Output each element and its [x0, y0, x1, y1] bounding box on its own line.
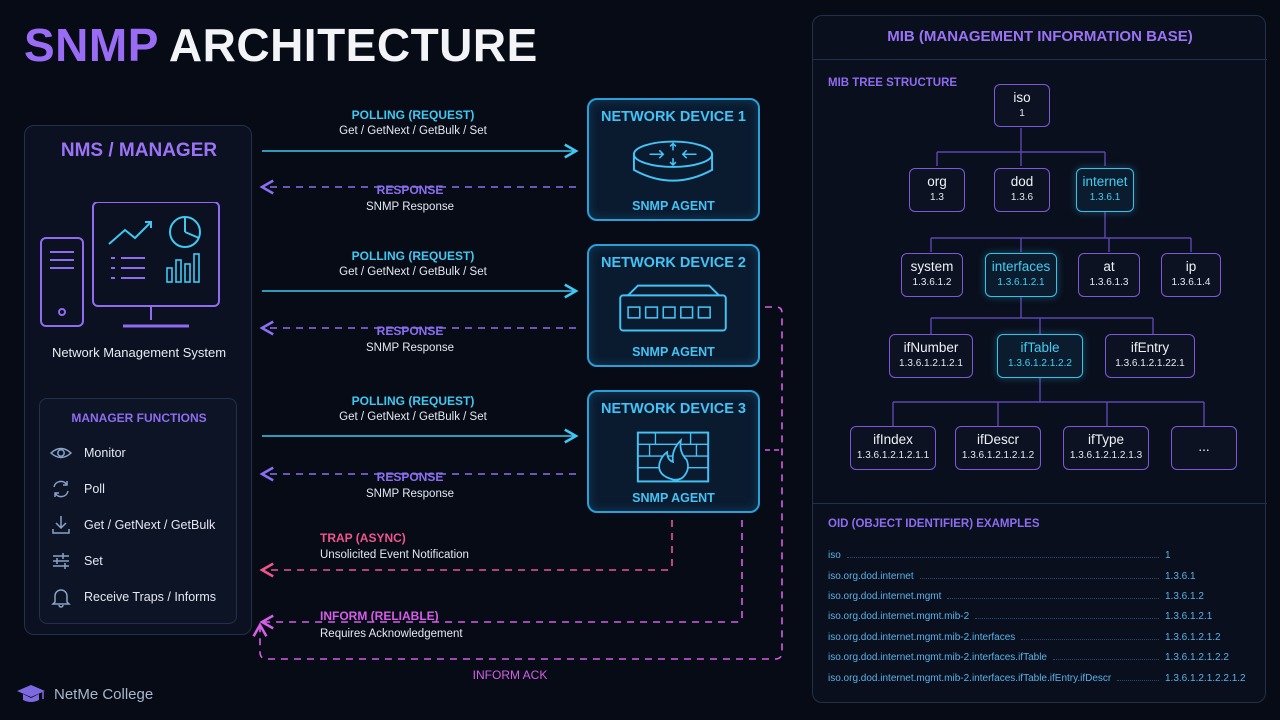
function-poll: Poll [50, 478, 236, 500]
manager-functions-panel: MANAGER FUNCTIONS Monitor Poll Get / Get… [39, 398, 237, 624]
eye-icon [50, 447, 72, 459]
title-architecture: ARCHITECTURE [168, 19, 538, 71]
network-device-3[interactable]: NETWORK DEVICE 3 SNMP AGENT [587, 390, 760, 513]
polling-sub-1: Get / GetNext / GetBulk / Set [339, 125, 487, 137]
oid-row: iso.org.dod.internet.mgmt.mib-2.interfac… [828, 632, 1221, 643]
divider [813, 503, 1267, 504]
nms-caption: Network Management System [51, 345, 227, 360]
response-sub-2: SNMP Response [366, 342, 454, 354]
manager-functions-title: MANAGER FUNCTIONS [71, 411, 207, 425]
device-title: NETWORK DEVICE 1 [600, 109, 746, 125]
device-title: NETWORK DEVICE 3 [600, 401, 746, 417]
inform-label: INFORM (RELIABLE) [320, 609, 439, 623]
device-agent-label: SNMP AGENT [632, 345, 715, 359]
function-label: Monitor [84, 446, 126, 460]
inform-sub: Requires Acknowledgement [320, 628, 463, 640]
network-device-2[interactable]: NETWORK DEVICE 2 SNMP AGENT [587, 244, 760, 367]
trap-arrow [259, 520, 673, 578]
tree-title: MIB TREE STRUCTURE [828, 77, 958, 89]
tree-connectors [892, 128, 1205, 426]
bell-icon [51, 589, 71, 608]
nms-panel: NMS / MANAGER Network Management System … [24, 125, 252, 635]
polling-label-1: POLLING (REQUEST) [351, 108, 475, 122]
function-label: Receive Traps / Informs [84, 590, 216, 604]
brand-name: NetMe College [54, 685, 154, 703]
oid-title: OID (OBJECT IDENTIFIER) EXAMPLES [828, 518, 1040, 530]
brand: NetMe College [16, 683, 153, 705]
network-device-1[interactable]: NETWORK DEVICE 1 SNMP AGENT [587, 98, 760, 221]
function-label: Set [84, 554, 103, 568]
trap-sub: Unsolicited Event Notification [320, 549, 469, 561]
inform-arrow [259, 520, 743, 630]
mib-title: MIB (MANAGEMENT INFORMATION BASE) [887, 28, 1193, 45]
response-label-1: RESPONSE [376, 183, 444, 197]
sliders-icon [53, 553, 69, 569]
download-icon [52, 516, 70, 534]
function-label: Poll [84, 482, 105, 496]
device-agent-label: SNMP AGENT [632, 199, 715, 213]
polling-label-2: POLLING (REQUEST) [351, 249, 475, 263]
function-label: Get / GetNext / GetBulk [84, 518, 216, 532]
switch-icon [619, 284, 727, 332]
function-traps: Receive Traps / Informs [50, 586, 236, 608]
device-agent-label: SNMP AGENT [632, 491, 715, 505]
polling-label-3: POLLING (REQUEST) [351, 394, 475, 408]
tree-node-more[interactable]: ... [1171, 426, 1237, 470]
response-label-3: RESPONSE [376, 470, 444, 484]
oid-row: iso.org.dod.internet.mgmt.mib-2.interfac… [828, 673, 1246, 684]
function-get: Get / GetNext / GetBulk [50, 514, 236, 536]
graduation-cap-icon [17, 685, 45, 702]
divider [813, 59, 1267, 60]
function-set: Set [50, 550, 236, 572]
trap-label: TRAP (ASYNC) [320, 531, 406, 545]
inform-ack-label: INFORM ACK [472, 668, 548, 682]
device-title: NETWORK DEVICE 2 [600, 255, 746, 271]
oid-row: iso.org.dod.internet.mgmt.mib-2.interfac… [828, 652, 1229, 663]
response-sub-1: SNMP Response [366, 201, 454, 213]
nms-title: NMS / MANAGER [60, 140, 218, 161]
refresh-icon [53, 480, 69, 498]
computer-icon [40, 202, 220, 328]
response-sub-3: SNMP Response [366, 488, 454, 500]
title-snmp: SNMP [24, 19, 159, 71]
inform-ack-arrow [252, 306, 783, 660]
response-label-2: RESPONSE [376, 324, 444, 338]
polling-sub-3: Get / GetNext / GetBulk / Set [339, 411, 487, 423]
polling-sub-2: Get / GetNext / GetBulk / Set [339, 266, 487, 278]
function-monitor: Monitor [50, 442, 236, 464]
mib-panel: MIB (MANAGEMENT INFORMATION BASE) MIB TR… [812, 15, 1267, 703]
firewall-icon [636, 431, 710, 483]
router-icon [632, 140, 714, 182]
